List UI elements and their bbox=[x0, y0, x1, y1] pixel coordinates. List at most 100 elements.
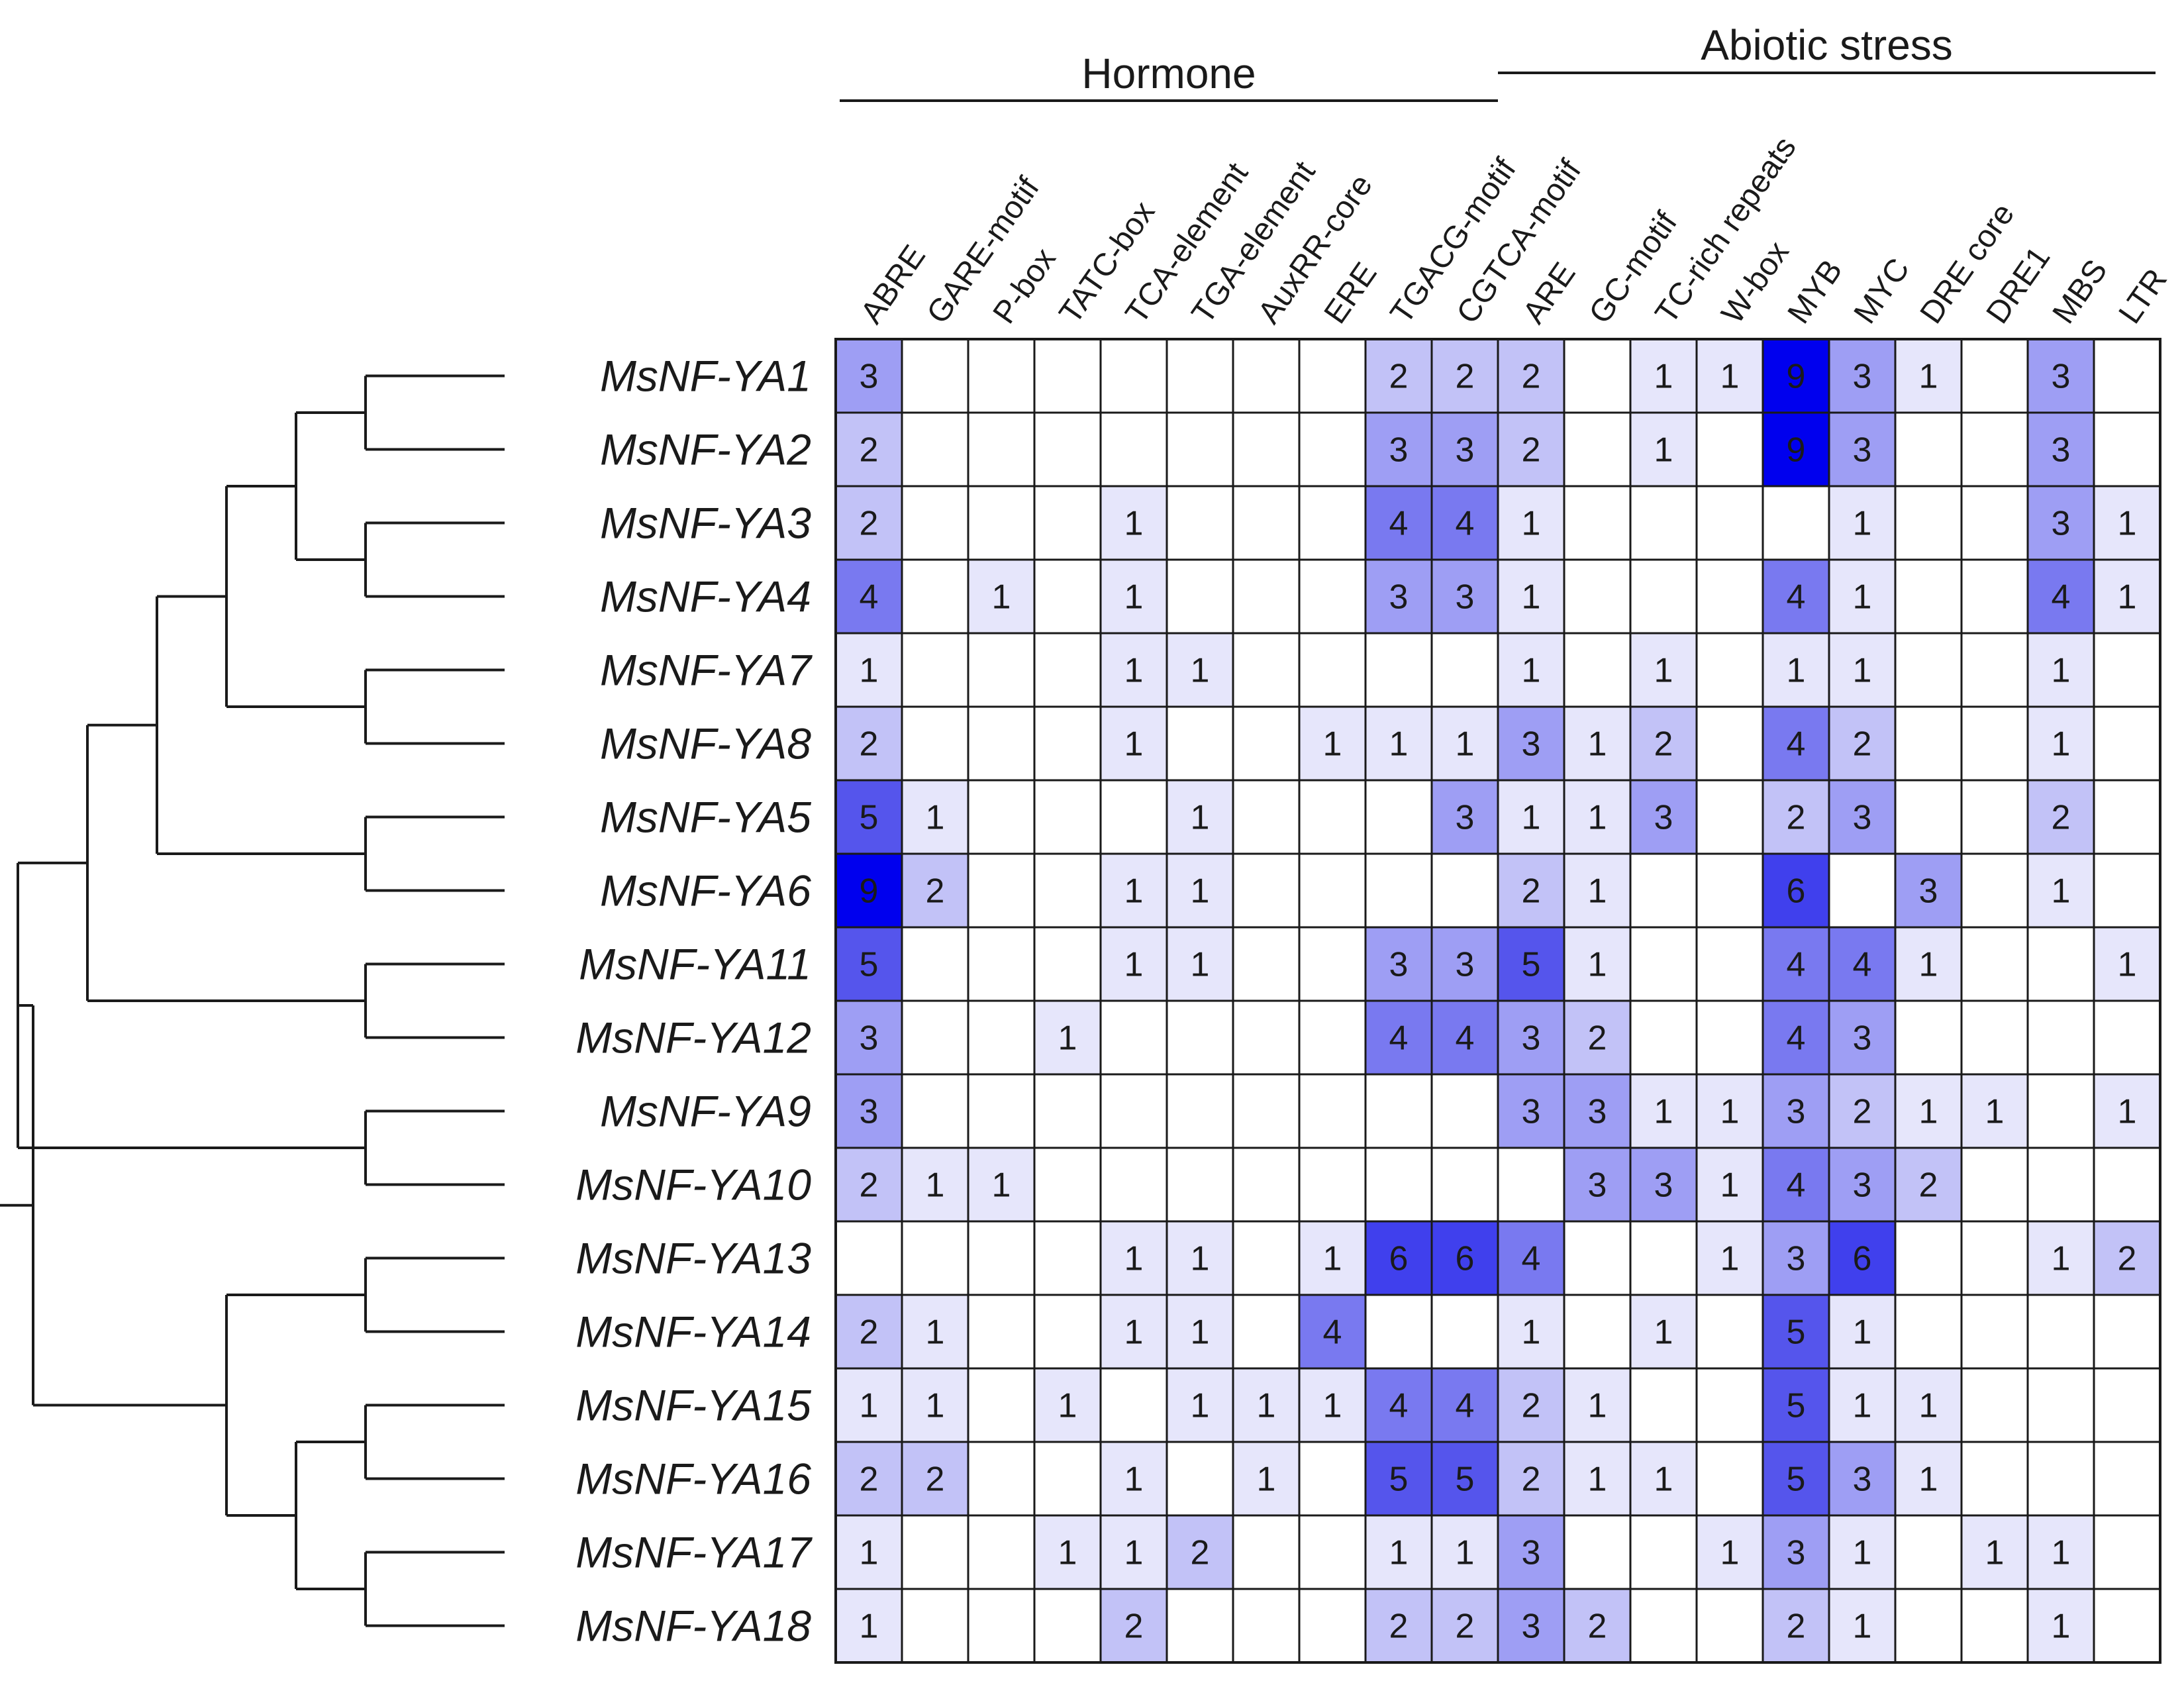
heatmap-cell bbox=[901, 779, 969, 855]
cell-value-label: 1 bbox=[2118, 1093, 2137, 1131]
cell-value-label: 3 bbox=[1588, 1093, 1607, 1131]
row-label: MsNF-YA7 bbox=[600, 646, 813, 695]
heatmap-cell bbox=[1298, 558, 1367, 635]
cell-value-label: 3 bbox=[1522, 725, 1541, 764]
cell-value-label: 2 bbox=[860, 1166, 879, 1205]
heatmap-cell bbox=[967, 1588, 1036, 1664]
heatmap-cell bbox=[2026, 1147, 2095, 1223]
heatmap-cell bbox=[1364, 632, 1433, 708]
cell-value-label: 1 bbox=[926, 1313, 945, 1352]
cell-value-label: 3 bbox=[1787, 1093, 1806, 1131]
cell-value-label: 4 bbox=[1389, 1019, 1409, 1058]
heatmap-cell bbox=[1364, 1294, 1433, 1370]
heatmap-cell bbox=[834, 1294, 903, 1370]
cell-value-label: 1 bbox=[1588, 946, 1607, 984]
heatmap-cell bbox=[1166, 1514, 1234, 1590]
cell-value-label: 2 bbox=[1456, 1607, 1475, 1646]
heatmap-cell bbox=[1563, 558, 1632, 635]
heatmap-cell bbox=[1497, 1073, 1565, 1149]
cell-value-label: 1 bbox=[1720, 1166, 1740, 1205]
cell-value-label: 3 bbox=[1853, 799, 1872, 837]
heatmap-cell bbox=[2026, 1514, 2095, 1590]
heatmap-cell bbox=[1629, 1588, 1698, 1664]
cell-value-label: 3 bbox=[1853, 1460, 1872, 1499]
cell-value-label: 1 bbox=[1588, 872, 1607, 911]
column-label: LTR bbox=[2112, 263, 2174, 331]
heatmap-cell bbox=[1629, 852, 1698, 929]
heatmap-cell bbox=[1099, 1367, 1168, 1443]
cell-value-label: 5 bbox=[860, 799, 879, 837]
heatmap-cell bbox=[1762, 1514, 1830, 1590]
heatmap-cell bbox=[1364, 779, 1433, 855]
cell-value-label: 5 bbox=[860, 946, 879, 984]
cell-value-label: 1 bbox=[1985, 1093, 2005, 1131]
heatmap-cell bbox=[1099, 632, 1168, 708]
heatmap-cell bbox=[901, 632, 969, 708]
heatmap-cell bbox=[1497, 1514, 1565, 1590]
cell-value-label: 2 bbox=[1588, 1019, 1607, 1058]
heatmap-cell bbox=[1364, 1220, 1433, 1296]
heatmap-cell bbox=[1232, 1073, 1301, 1149]
heatmap-cell bbox=[2026, 1073, 2095, 1149]
cell-value-label: 1 bbox=[1853, 1313, 1872, 1352]
cell-value-label: 1 bbox=[860, 1387, 879, 1425]
cell-value-label: 4 bbox=[1456, 1387, 1475, 1425]
heatmap-cell bbox=[1960, 999, 2029, 1076]
heatmap-cell bbox=[1033, 1588, 1102, 1664]
heatmap-cell bbox=[1762, 926, 1830, 1002]
heatmap-cell bbox=[2026, 1220, 2095, 1296]
heatmap-cell bbox=[1894, 705, 1963, 782]
cell-value-label: 3 bbox=[1456, 578, 1475, 617]
cell-value-label: 2 bbox=[1389, 358, 1409, 396]
cell-value-label: 2 bbox=[860, 1460, 879, 1499]
cell-value-label: 4 bbox=[1522, 1240, 1541, 1278]
cell-value-label: 2 bbox=[2052, 799, 2071, 837]
heatmap-cell bbox=[1960, 1367, 2029, 1443]
heatmap-cell bbox=[967, 632, 1036, 708]
heatmap-cell bbox=[1430, 1367, 1499, 1443]
heatmap-cell bbox=[901, 1588, 969, 1664]
heatmap-cell bbox=[1364, 1147, 1433, 1223]
heatmap-cell bbox=[2093, 338, 2161, 414]
heatmap-cell bbox=[1828, 1220, 1897, 1296]
cell-value-label: 2 bbox=[860, 505, 879, 543]
heatmap-cell bbox=[1695, 1588, 1764, 1664]
cell-value-label: 6 bbox=[1389, 1240, 1409, 1278]
cell-value-label: 1 bbox=[2052, 1607, 2071, 1646]
heatmap-cell bbox=[1232, 485, 1301, 561]
heatmap-cell bbox=[1033, 1220, 1102, 1296]
cell-value-label: 3 bbox=[2052, 505, 2071, 543]
heatmap-cell bbox=[1033, 1073, 1102, 1149]
cell-value-label: 1 bbox=[2052, 652, 2071, 690]
heatmap-cell bbox=[1298, 926, 1367, 1002]
cell-value-label: 4 bbox=[1787, 946, 1806, 984]
cell-value-label: 1 bbox=[1522, 1313, 1541, 1352]
row-label: MsNF-YA16 bbox=[575, 1454, 811, 1504]
cell-value-label: 2 bbox=[926, 1460, 945, 1499]
heatmap-cell bbox=[1629, 926, 1698, 1002]
heatmap-cell bbox=[1232, 338, 1301, 414]
cell-value-label: 1 bbox=[1389, 1534, 1409, 1572]
group-label: Abiotic stress bbox=[1701, 21, 1953, 69]
heatmap-cell bbox=[1033, 411, 1102, 487]
column-label: MYB bbox=[1781, 254, 1850, 331]
cell-value-label: 5 bbox=[1787, 1313, 1806, 1352]
heatmap-cell bbox=[1232, 632, 1301, 708]
cell-value-label: 6 bbox=[1787, 872, 1806, 911]
heatmap-cell bbox=[901, 1073, 969, 1149]
heatmap-cell bbox=[1828, 632, 1897, 708]
heatmap-cell bbox=[1166, 1367, 1234, 1443]
cell-value-label: 4 bbox=[1787, 1019, 1806, 1058]
heatmap-cell bbox=[1828, 705, 1897, 782]
heatmap-cell bbox=[1232, 852, 1301, 929]
heatmap-cell bbox=[1960, 1220, 2029, 1296]
cell-value-label: 3 bbox=[1456, 431, 1475, 470]
row-label: MsNF-YA1 bbox=[600, 352, 811, 401]
heatmap-cell bbox=[1298, 411, 1367, 487]
heatmap-cell bbox=[967, 411, 1036, 487]
cell-value-label: 3 bbox=[1654, 799, 1673, 837]
heatmap-cell bbox=[1695, 1147, 1764, 1223]
heatmap-cell bbox=[1894, 1073, 1963, 1149]
heatmap-cell bbox=[1166, 999, 1234, 1076]
